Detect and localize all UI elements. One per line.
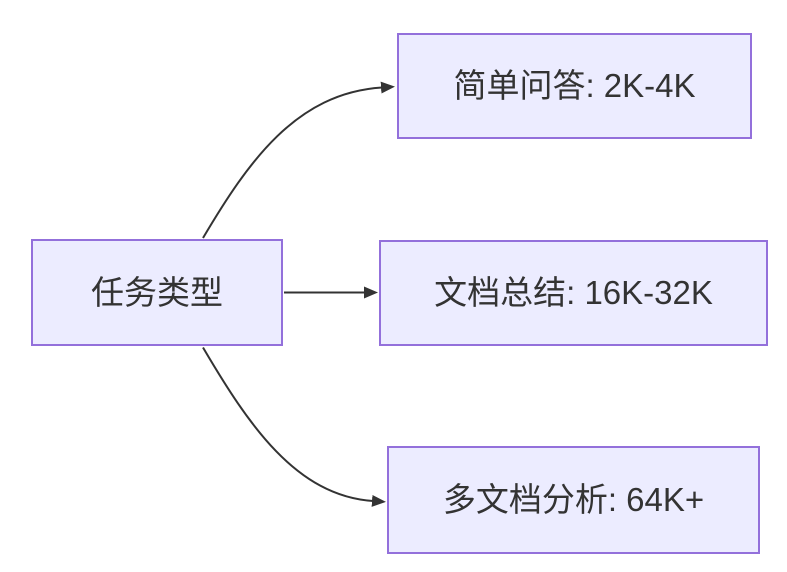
- arrow-root-to-multi-doc: [202, 346, 386, 507]
- node-task-type: 任务类型: [31, 239, 283, 346]
- node-simple-qa: 简单问答: 2K-4K: [397, 33, 752, 139]
- node-task-type-label: 任务类型: [91, 273, 223, 311]
- node-simple-qa-label: 简单问答: 2K-4K: [453, 67, 696, 105]
- node-doc-summary: 文档总结: 16K-32K: [379, 240, 768, 346]
- arrow-root-to-simple-qa: [202, 81, 395, 239]
- node-multi-doc-label: 多文档分析: 64K+: [442, 481, 705, 519]
- node-doc-summary-label: 文档总结: 16K-32K: [434, 274, 713, 312]
- node-multi-doc: 多文档分析: 64K+: [387, 446, 760, 554]
